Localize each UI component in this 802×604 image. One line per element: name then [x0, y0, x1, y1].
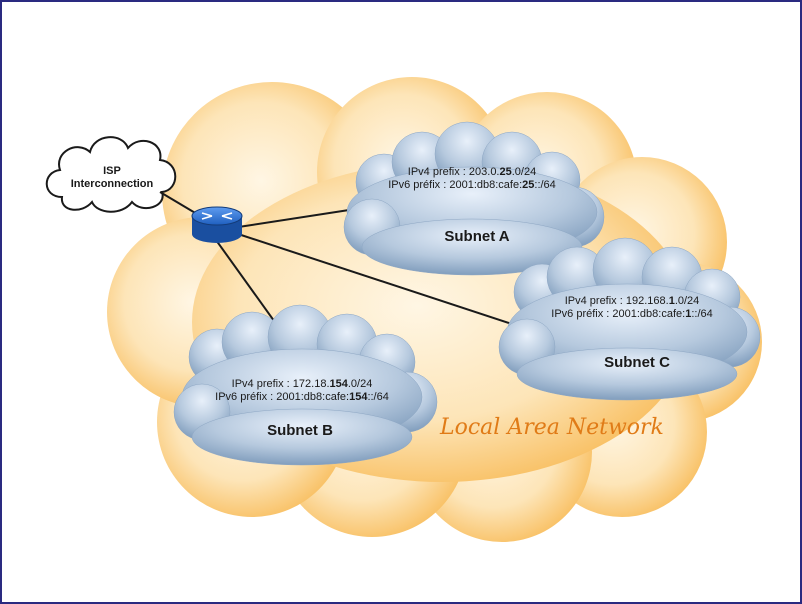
subnet-c-ipv4: IPv4 prefix : 192.168.1.0/24 — [564, 295, 700, 307]
link-router-subnet-a — [231, 207, 363, 229]
isp-label-line2: Interconnection — [70, 178, 154, 190]
subnet-a-ipv4: IPv4 prefix : 203.0.25.0/24 — [407, 166, 537, 178]
subnet-c-ipv6: IPv6 préfix : 2001:db8:cafe:1::/64 — [551, 308, 713, 320]
lan-label: Local Area Network — [440, 415, 664, 440]
subnet-b-cloud — [173, 304, 438, 466]
isp-label-line1: ISP — [103, 165, 121, 177]
subnet-c-name: Subnet C — [604, 354, 670, 371]
subnet-a-ipv6: IPv6 préfix : 2001:db8:cafe:25::/64 — [388, 179, 556, 191]
subnet-a-cloud — [343, 121, 605, 276]
link-router-subnet-b — [215, 239, 283, 333]
subnet-b-ipv6: IPv6 préfix : 2001:db8:cafe:154::/64 — [215, 391, 389, 403]
link-router-subnet-c — [231, 231, 513, 325]
isp-label: ISP Interconnection — [64, 165, 160, 191]
subnet-b-ipv4: IPv4 prefix : 172.18.154.0/24 — [231, 378, 373, 390]
isp-cloud — [45, 136, 177, 213]
subnet-b-name: Subnet B — [267, 422, 333, 439]
subnet-c-cloud — [498, 237, 761, 401]
subnet-a-name: Subnet A — [444, 228, 510, 245]
router-icon[interactable] — [191, 206, 243, 243]
